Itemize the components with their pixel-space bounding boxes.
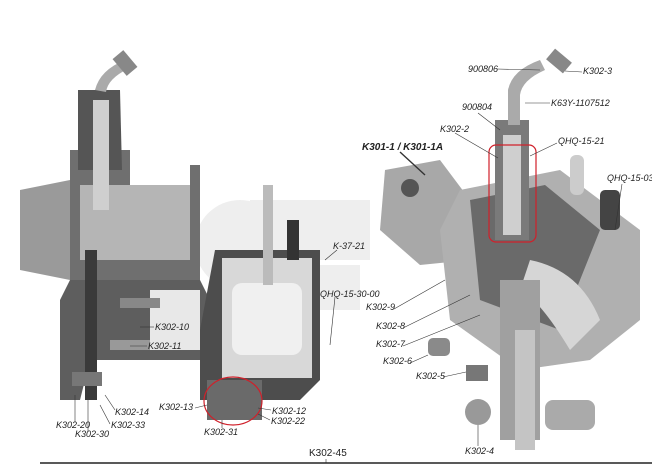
label-k302-30: K302-30 xyxy=(75,429,110,439)
highlight-spring-box xyxy=(488,144,537,243)
label-k302-4: K302-4 xyxy=(465,446,495,456)
label-k-37-21: K-37-21 xyxy=(333,241,366,251)
label-k302-5: K302-5 xyxy=(416,371,446,381)
label-k302-22: K302-22 xyxy=(271,416,306,426)
label-900804: 900804 xyxy=(462,102,493,112)
highlight-float-valve xyxy=(203,376,263,426)
label-k302-11: K302-11 xyxy=(148,341,182,351)
diagram-title: K302-45 xyxy=(309,448,347,459)
label-k63y-1107512: K63Y-1107512 xyxy=(551,98,610,108)
left-section-view xyxy=(20,50,320,420)
label-k302-14: K302-14 xyxy=(115,407,150,417)
label-k302-20: K302-20 xyxy=(56,420,91,430)
leader-lines xyxy=(74,68,623,463)
label-qhq-15-21: QHQ-15-21 xyxy=(558,136,605,146)
label-k302-13: K302-13 xyxy=(159,402,194,412)
label-k302-6: K302-6 xyxy=(383,356,413,366)
label-k301: K301-1 / K301-1A xyxy=(362,142,444,153)
label-k302-12: K302-12 xyxy=(272,406,307,416)
label-qhq-15-30-00: QHQ-15-30-00 xyxy=(320,289,380,299)
right-perspective-view xyxy=(380,48,640,450)
label-k302-3: K302-3 xyxy=(583,66,613,76)
label-k302-31: K302-31 xyxy=(204,427,239,437)
label-k302-10: K302-10 xyxy=(155,322,190,332)
label-k302-2: K302-2 xyxy=(440,124,470,134)
label-k302-8: K302-8 xyxy=(376,321,406,331)
label-k302-33: K302-33 xyxy=(111,420,146,430)
label-k302-7: K302-7 xyxy=(376,339,406,349)
label-k302-9: K302-9 xyxy=(366,302,396,312)
label-900806: 900806 xyxy=(468,64,499,74)
label-qhq-15-03k: QHQ-15-03K xyxy=(607,173,652,183)
